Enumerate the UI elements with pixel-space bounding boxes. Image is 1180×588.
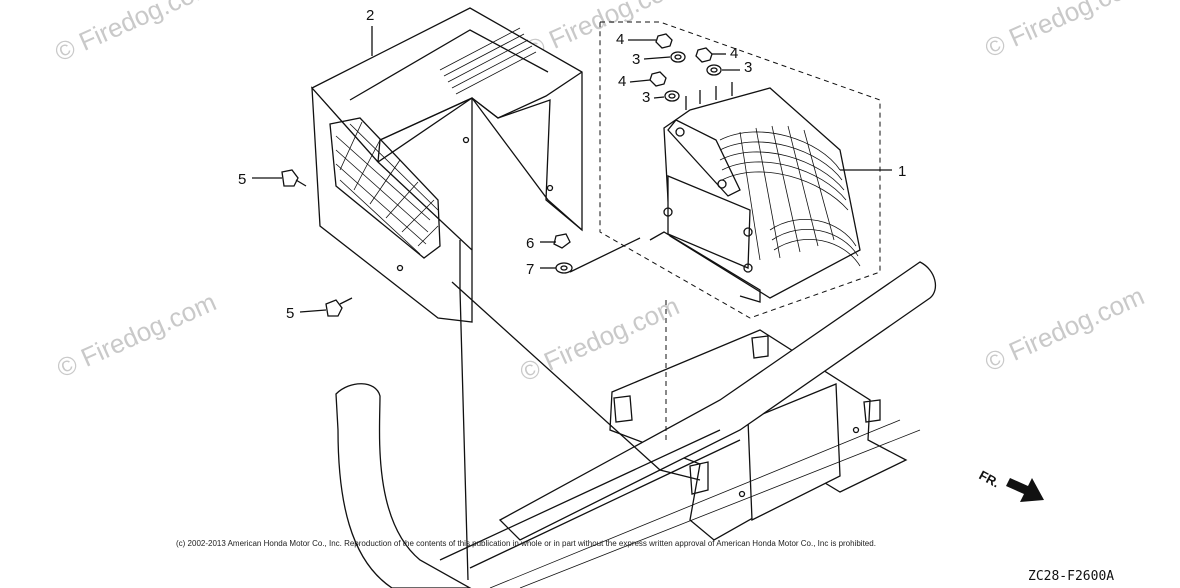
callout-2: 2 <box>366 7 374 24</box>
diagram-code: ZC28-F2600A <box>1028 569 1114 584</box>
callout-4: 4 <box>616 31 624 48</box>
front-label: FR. <box>977 467 1003 490</box>
guide-lines <box>451 237 701 581</box>
callout-4: 4 <box>618 73 626 90</box>
callout-3: 3 <box>642 89 650 106</box>
callout-6: 6 <box>526 235 534 252</box>
watermark: © Firedog.com <box>52 287 220 384</box>
arrow-icon <box>1006 478 1044 502</box>
base-frame <box>335 261 937 588</box>
bolt-icon <box>281 169 573 317</box>
housing-cover <box>310 7 583 323</box>
callout-3: 3 <box>744 59 752 76</box>
watermark: © Firedog.com <box>980 281 1148 378</box>
callout-3: 3 <box>632 51 640 68</box>
callout-5: 5 <box>238 171 246 188</box>
callout-7: 7 <box>526 261 534 278</box>
callout-1: 1 <box>898 163 906 180</box>
watermark: © Firedog.com <box>50 0 218 67</box>
washer-icon <box>664 51 722 102</box>
callout-4: 4 <box>730 45 738 62</box>
nut-icon <box>649 33 713 87</box>
copyright-notice: (c) 2002-2013 American Honda Motor Co., … <box>176 539 876 548</box>
inductor-coil <box>649 82 861 303</box>
watermark: © Firedog.com <box>980 0 1148 63</box>
callout: 1 2 3 3 3 4 4 4 5 5 6 7 <box>238 7 906 322</box>
front-arrow: FR. <box>977 467 1044 502</box>
callout-5: 5 <box>286 305 294 322</box>
